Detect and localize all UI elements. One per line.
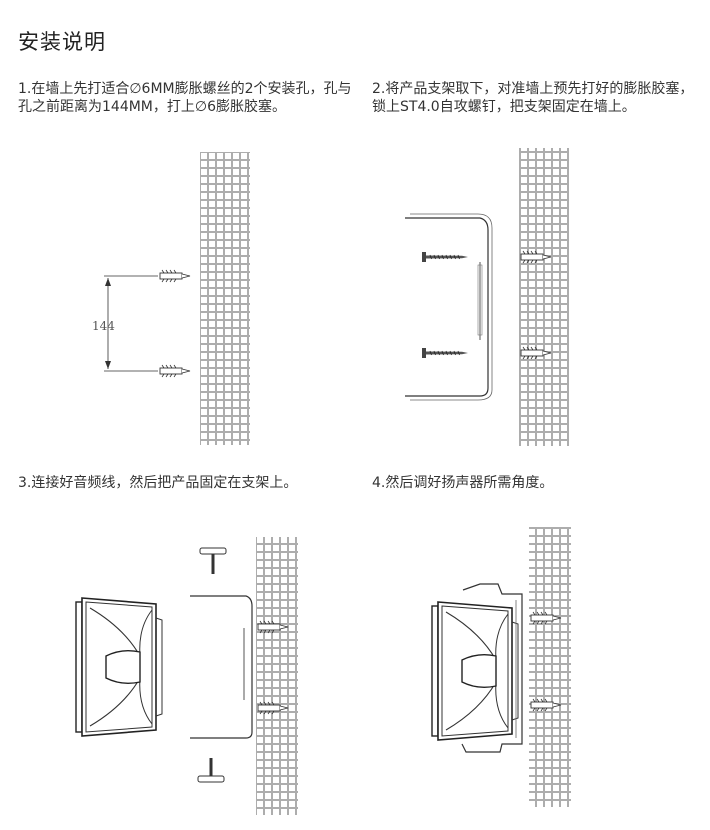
step-3-diagram: [75, 537, 298, 815]
speaker-cabinet: [75, 597, 163, 737]
step-3-text: 3.连接好音频线，然后把产品固定在支架上。: [18, 475, 298, 491]
dimension-line: [104, 275, 158, 372]
step-2-diagram: [405, 148, 569, 446]
step-4-diagram: [431, 527, 571, 807]
self-tapping-screw-bottom: [421, 347, 469, 359]
mounting-bracket: [461, 583, 523, 753]
wall-anchor-top: [159, 269, 191, 283]
mounting-bracket: [190, 595, 253, 739]
wall: [256, 537, 298, 815]
dimension-label: 144: [92, 319, 115, 333]
mounting-bracket: [405, 213, 493, 401]
self-tapping-screw-top: [421, 251, 469, 263]
wall-anchor-bottom: [159, 364, 191, 378]
knob-screw-bottom: [197, 758, 225, 783]
step-2-text: 2.将产品支架取下，对准墙上预先打好的膨胀胶塞，锁上ST4.0自攻螺钉，把支架固…: [372, 81, 694, 115]
step-1-diagram: 144: [92, 152, 250, 445]
wall: [200, 152, 250, 445]
step-1-text: 1.在墙上先打适合∅6MM膨胀螺丝的2个安装孔，孔与孔之前距离为144MM，打上…: [18, 81, 352, 115]
step-4-text: 4.然后调好扬声器所需角度。: [372, 475, 554, 491]
knob-screw-top: [199, 547, 227, 574]
wall: [529, 527, 571, 807]
wall: [519, 148, 569, 446]
page-title: 安装说明: [18, 30, 106, 54]
speaker-cabinet: [431, 601, 519, 741]
